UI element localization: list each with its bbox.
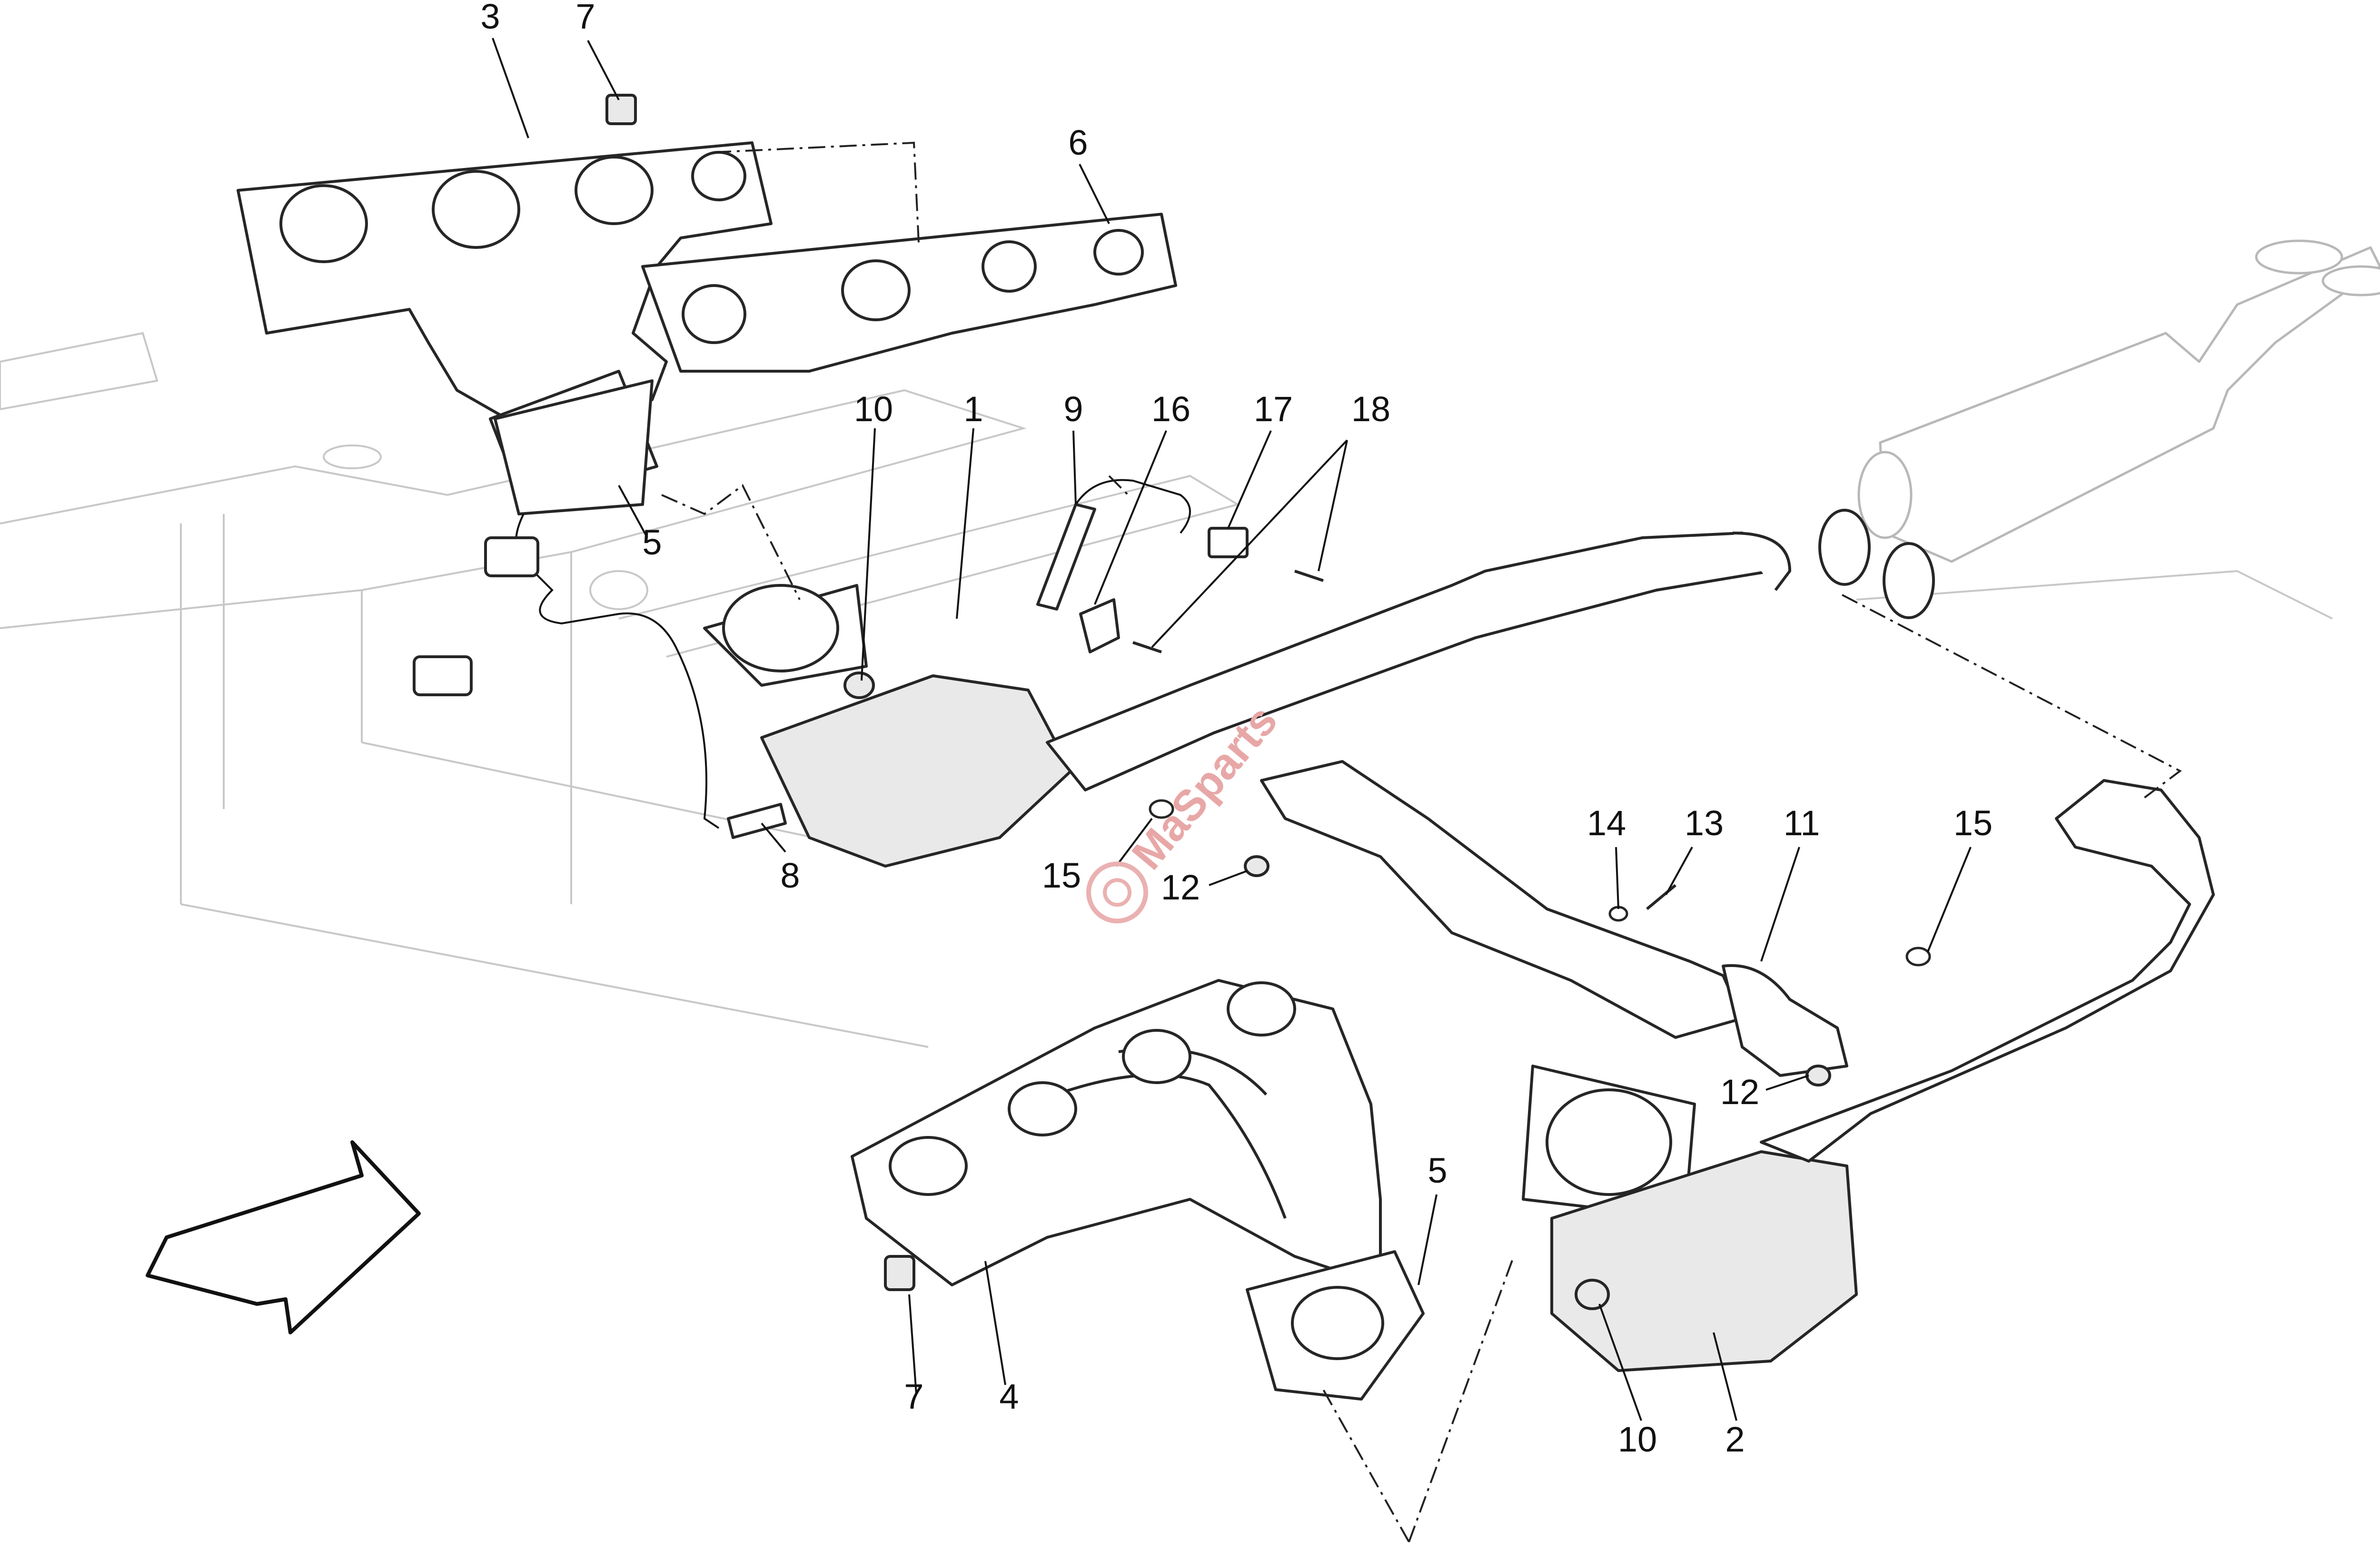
exhaust-support-bracket bbox=[1260, 760, 1848, 1077]
callout-4: 4 bbox=[999, 1377, 1019, 1416]
cable-clip bbox=[1079, 598, 1120, 653]
callout-10-lower: 10 bbox=[1618, 1420, 1657, 1459]
oxygen-sensor-downstream bbox=[1036, 503, 1096, 611]
exhaust-manifold-rh bbox=[851, 979, 1382, 1286]
callout-16: 16 bbox=[1151, 389, 1190, 429]
callout-18: 18 bbox=[1351, 389, 1390, 429]
rear-silencer-group bbox=[1818, 239, 2380, 619]
callout-17: 17 bbox=[1254, 389, 1293, 429]
manifold-gasket bbox=[641, 213, 1177, 373]
callout-5-lower: 5 bbox=[1428, 1151, 1447, 1190]
callout-7-upper: 7 bbox=[575, 0, 595, 36]
vehicle-frame-outline bbox=[0, 332, 2333, 1048]
callout-15-right: 15 bbox=[1954, 803, 1993, 843]
callout-13: 13 bbox=[1685, 803, 1724, 843]
callout-10-upper: 10 bbox=[854, 389, 893, 429]
catalytic-converter-rh bbox=[1522, 779, 2215, 1372]
callout-leader-lines bbox=[492, 38, 1972, 1421]
callout-1: 1 bbox=[963, 389, 983, 429]
callout-8: 8 bbox=[780, 856, 800, 895]
catalytic-converter-lh bbox=[703, 532, 1791, 868]
callout-11: 11 bbox=[1784, 803, 1820, 843]
callout-6: 6 bbox=[1068, 123, 1088, 162]
callout-7-lower: 7 bbox=[904, 1377, 923, 1416]
callout-9: 9 bbox=[1063, 389, 1083, 429]
callout-3: 3 bbox=[480, 0, 500, 36]
callout-14: 14 bbox=[1587, 803, 1626, 843]
callout-numbers: 3 7 6 5 10 1 9 16 17 18 8 15 12 14 13 11… bbox=[480, 0, 1993, 1459]
callout-2: 2 bbox=[1725, 1420, 1745, 1459]
oxygen-sensor-upstream bbox=[413, 513, 787, 839]
callout-15-left: 15 bbox=[1042, 856, 1081, 895]
front-direction-arrow bbox=[146, 1140, 421, 1334]
reference-lines bbox=[661, 141, 2182, 1542]
callout-5-upper: 5 bbox=[642, 523, 662, 562]
fasteners bbox=[605, 94, 1931, 1310]
flange-gasket-lower-hole bbox=[1291, 1286, 1384, 1360]
callout-12-left: 12 bbox=[1161, 868, 1200, 907]
flange-gasket-upper bbox=[494, 379, 654, 515]
callout-12-right: 12 bbox=[1720, 1072, 1759, 1112]
